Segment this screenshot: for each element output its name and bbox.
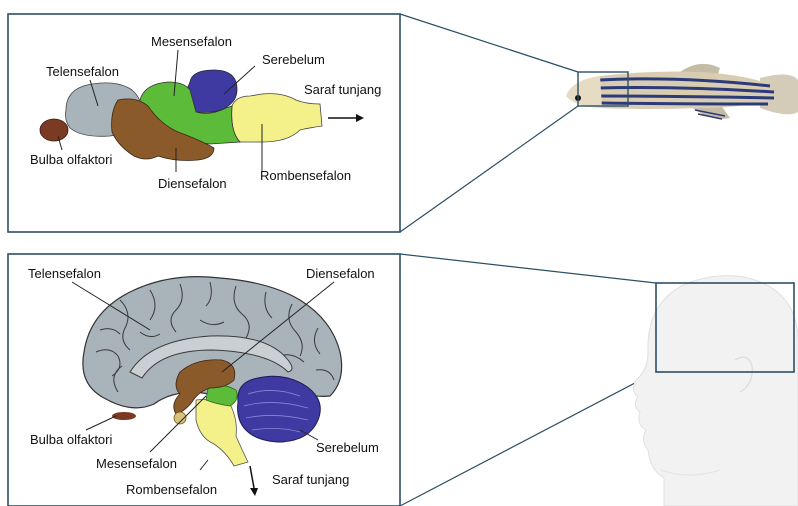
fish-label-diencephalon: Diensefalon [158, 176, 227, 191]
fish-brain-panel: Telensefalon Mesensefalon Serebelum Sara… [8, 14, 400, 232]
human-head-illustration [633, 276, 798, 506]
human-label-olfactory-bulb: Bulba olfaktori [30, 432, 112, 447]
human-label-rhombencephalon: Rombensefalon [126, 482, 217, 497]
fish-label-mesencephalon: Mesensefalon [151, 34, 232, 49]
human-label-spinal-cord: Saraf tunjang [272, 472, 349, 487]
human-label-telencephalon: Telensefalon [28, 266, 101, 281]
human-label-diencephalon: Diensefalon [306, 266, 375, 281]
human-brain-panel: Telensefalon Diensefalon Bulba olfaktori… [8, 254, 400, 506]
fish-label-rhombencephalon: Rombensefalon [260, 168, 351, 183]
human-label-mesencephalon: Mesensefalon [96, 456, 177, 471]
fish-olfactory-bulb [40, 119, 68, 141]
fish-label-olfactory-bulb: Bulba olfaktori [30, 152, 112, 167]
fish-label-spinal-cord: Saraf tunjang [304, 82, 381, 97]
human-label-cerebellum: Serebelum [316, 440, 379, 455]
fish-label-telencephalon: Telensefalon [46, 64, 119, 79]
fish-label-cerebellum: Serebelum [262, 52, 325, 67]
